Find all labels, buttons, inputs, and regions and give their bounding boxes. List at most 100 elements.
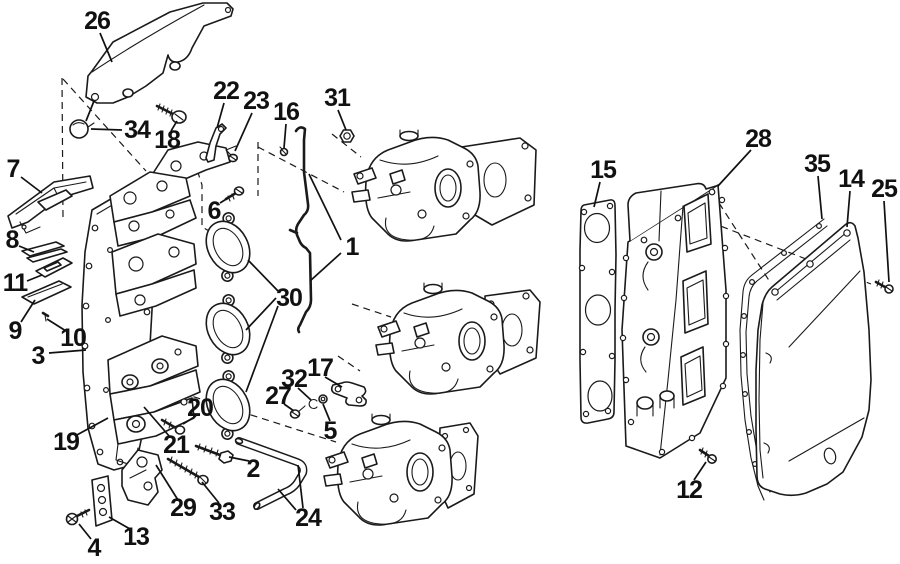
leader-line-17 (324, 376, 343, 388)
part-hose-24 (234, 437, 308, 511)
leader-line-31 (337, 109, 347, 131)
leader-line-28 (717, 149, 752, 187)
leader-line-30 (247, 259, 279, 292)
part-screw-23 (226, 150, 239, 163)
callout-28: 28 (745, 125, 772, 153)
part-washer-32 (308, 398, 318, 410)
callout-14: 14 (838, 165, 865, 193)
leader-line-4 (78, 523, 92, 540)
callout-5: 5 (324, 417, 338, 445)
leader-line-11 (26, 274, 43, 282)
part-carburetor-bottom (323, 413, 453, 526)
part-bolt-2 (194, 443, 234, 464)
callout-26: 26 (84, 7, 110, 35)
leader-line-34 (90, 128, 123, 131)
callout-30: 30 (276, 284, 302, 312)
callout-22: 22 (213, 77, 239, 105)
callout-11: 11 (3, 269, 29, 297)
callout-25: 25 (871, 175, 898, 203)
callout-2: 2 (247, 455, 260, 483)
part-screw-10 (41, 311, 50, 322)
leader-line-18 (170, 120, 178, 132)
part-intake-cover (85, 2, 234, 104)
leader-lines (18, 32, 890, 540)
part-screw-25 (874, 279, 894, 294)
callout-15: 15 (590, 156, 617, 184)
leader-line-10 (46, 318, 67, 332)
leader-line-7 (20, 176, 43, 194)
part-reed-valve (21, 280, 72, 305)
callout-16: 16 (273, 98, 299, 126)
leader-line-30 (245, 305, 279, 393)
part-screw-12 (698, 447, 717, 464)
part-screw-6 (224, 186, 245, 202)
leader-line-22 (216, 102, 225, 129)
callout-29: 29 (170, 494, 196, 522)
callout-3: 3 (32, 342, 45, 370)
leader-line-33 (201, 481, 220, 504)
part-screw-27 (289, 405, 306, 419)
callout-4: 4 (88, 534, 102, 562)
part-manifold-body (619, 182, 730, 459)
callout-32: 32 (281, 365, 307, 393)
callout-17: 17 (307, 354, 333, 382)
callout-21: 21 (163, 431, 190, 459)
part-screw-4 (65, 508, 91, 526)
callout-20: 20 (187, 394, 213, 422)
callout-8: 8 (6, 226, 20, 254)
leader-line-16 (283, 123, 287, 149)
part-bolt-18 (155, 103, 187, 124)
leader-line-13 (108, 516, 131, 530)
callout-12: 12 (676, 476, 702, 504)
leader-line-35 (817, 175, 823, 220)
leader-line-30 (245, 297, 277, 331)
leader-line-1 (309, 252, 342, 282)
leader-line-27 (283, 403, 295, 412)
part-reed-shims (21, 241, 68, 263)
callout-23: 23 (243, 87, 269, 115)
part-link-rod (288, 126, 313, 334)
leader-line-29 (155, 464, 179, 501)
callout-18: 18 (154, 126, 181, 154)
part-cover-plate (755, 221, 872, 497)
leader-line-24 (297, 464, 304, 509)
leader-line-25 (883, 200, 890, 283)
callout-33: 33 (209, 498, 235, 526)
callout-19: 19 (53, 428, 79, 456)
part-reed-retainer (7, 175, 94, 234)
leader-line-20 (182, 415, 197, 425)
leader-line-14 (846, 190, 851, 228)
leader-line-12 (693, 461, 707, 481)
leader-line-3 (48, 349, 87, 354)
leader-line-6 (219, 197, 229, 204)
leader-line-23 (234, 112, 253, 152)
part-carburetor-middle (375, 282, 505, 395)
leader-line-34 (85, 100, 95, 122)
part-link-17 (330, 381, 367, 407)
leader-line-15 (593, 181, 601, 208)
callout-6: 6 (208, 197, 221, 225)
callout-35: 35 (804, 150, 831, 178)
leader-line-24 (277, 488, 297, 511)
part-screw-33 (166, 456, 209, 486)
part-nut-31 (339, 129, 355, 143)
leader-line-2 (228, 456, 250, 462)
part-screw-16 (279, 146, 289, 157)
callout-24: 24 (295, 504, 322, 532)
part-bracket-29 (121, 449, 163, 506)
callout-27: 27 (265, 382, 291, 410)
part-bracket-22 (205, 123, 227, 163)
part-bolt-20 (160, 418, 186, 435)
callout-1: 1 (346, 233, 360, 261)
leader-line-1 (308, 173, 342, 241)
leader-line-26 (99, 32, 113, 63)
leader-line-32 (297, 387, 312, 401)
callout-34: 34 (124, 116, 151, 144)
part-cover-gasket (739, 218, 828, 501)
callout-31: 31 (324, 84, 351, 112)
leader-line-19 (74, 417, 109, 437)
part-manifold-gasket (578, 199, 617, 424)
